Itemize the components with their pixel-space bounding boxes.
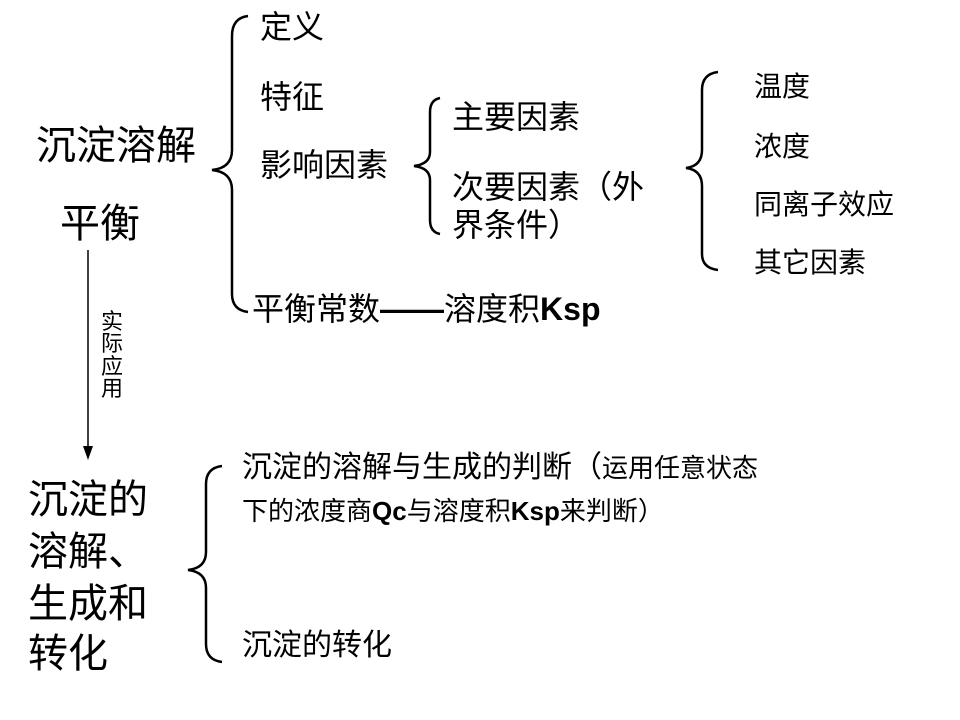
item1-qc: Qc xyxy=(372,496,407,526)
external-common-ion-effect: 同离子效应 xyxy=(754,188,895,221)
branch-equilibrium-constant: 平衡常数——溶度积Ksp xyxy=(252,290,600,328)
application-item1-line1: 沉淀的溶解与生成的判断（运用任意状态 xyxy=(242,450,758,486)
external-temperature: 温度 xyxy=(754,70,811,103)
application-arrow-head xyxy=(83,446,93,460)
item1-ksp: Ksp xyxy=(510,496,560,526)
factor-secondary-line2: 界条件） xyxy=(452,206,581,244)
constant-dash: —— xyxy=(380,291,445,327)
application-item1-line2: 下的浓度商Qc与溶度积Ksp来判断） xyxy=(242,496,664,528)
constant-prefix: 平衡常数 xyxy=(252,290,381,328)
application-title-line1: 沉淀的 xyxy=(28,477,148,523)
item1-part5: 来判断） xyxy=(559,497,664,527)
constant-mid: 溶度积 xyxy=(444,290,541,328)
item1-part4: 与溶度积 xyxy=(406,497,511,527)
arrow-label-practical-application: 实际应用 xyxy=(100,310,123,403)
item1-part3: 下的浓度商 xyxy=(242,497,373,527)
constant-ksp: Ksp xyxy=(540,291,601,327)
external-concentration: 浓度 xyxy=(754,130,811,163)
application-item2: 沉淀的转化 xyxy=(242,628,392,663)
root-title-line2: 平衡 xyxy=(60,201,140,247)
branch-factors: 影响因素 xyxy=(260,146,389,184)
main-brace xyxy=(211,14,249,314)
application-brace xyxy=(187,464,223,664)
root-title-line1: 沉淀溶解 xyxy=(36,123,196,169)
external-brace xyxy=(685,70,719,272)
branch-definition: 定义 xyxy=(260,8,325,46)
application-title-line2: 溶解、 xyxy=(28,529,148,575)
application-title-line3: 生成和 xyxy=(28,581,148,627)
branch-features: 特征 xyxy=(260,78,325,116)
external-other-factors: 其它因素 xyxy=(754,246,867,279)
application-title-line4: 转化 xyxy=(28,631,108,677)
factor-main: 主要因素 xyxy=(452,98,581,136)
factors-brace xyxy=(413,96,441,236)
item1-part1: 沉淀的溶解与生成的判断（ xyxy=(242,450,602,485)
item1-part2: 运用任意状态 xyxy=(602,454,759,484)
factor-secondary-line1: 次要因素（外 xyxy=(452,168,645,206)
